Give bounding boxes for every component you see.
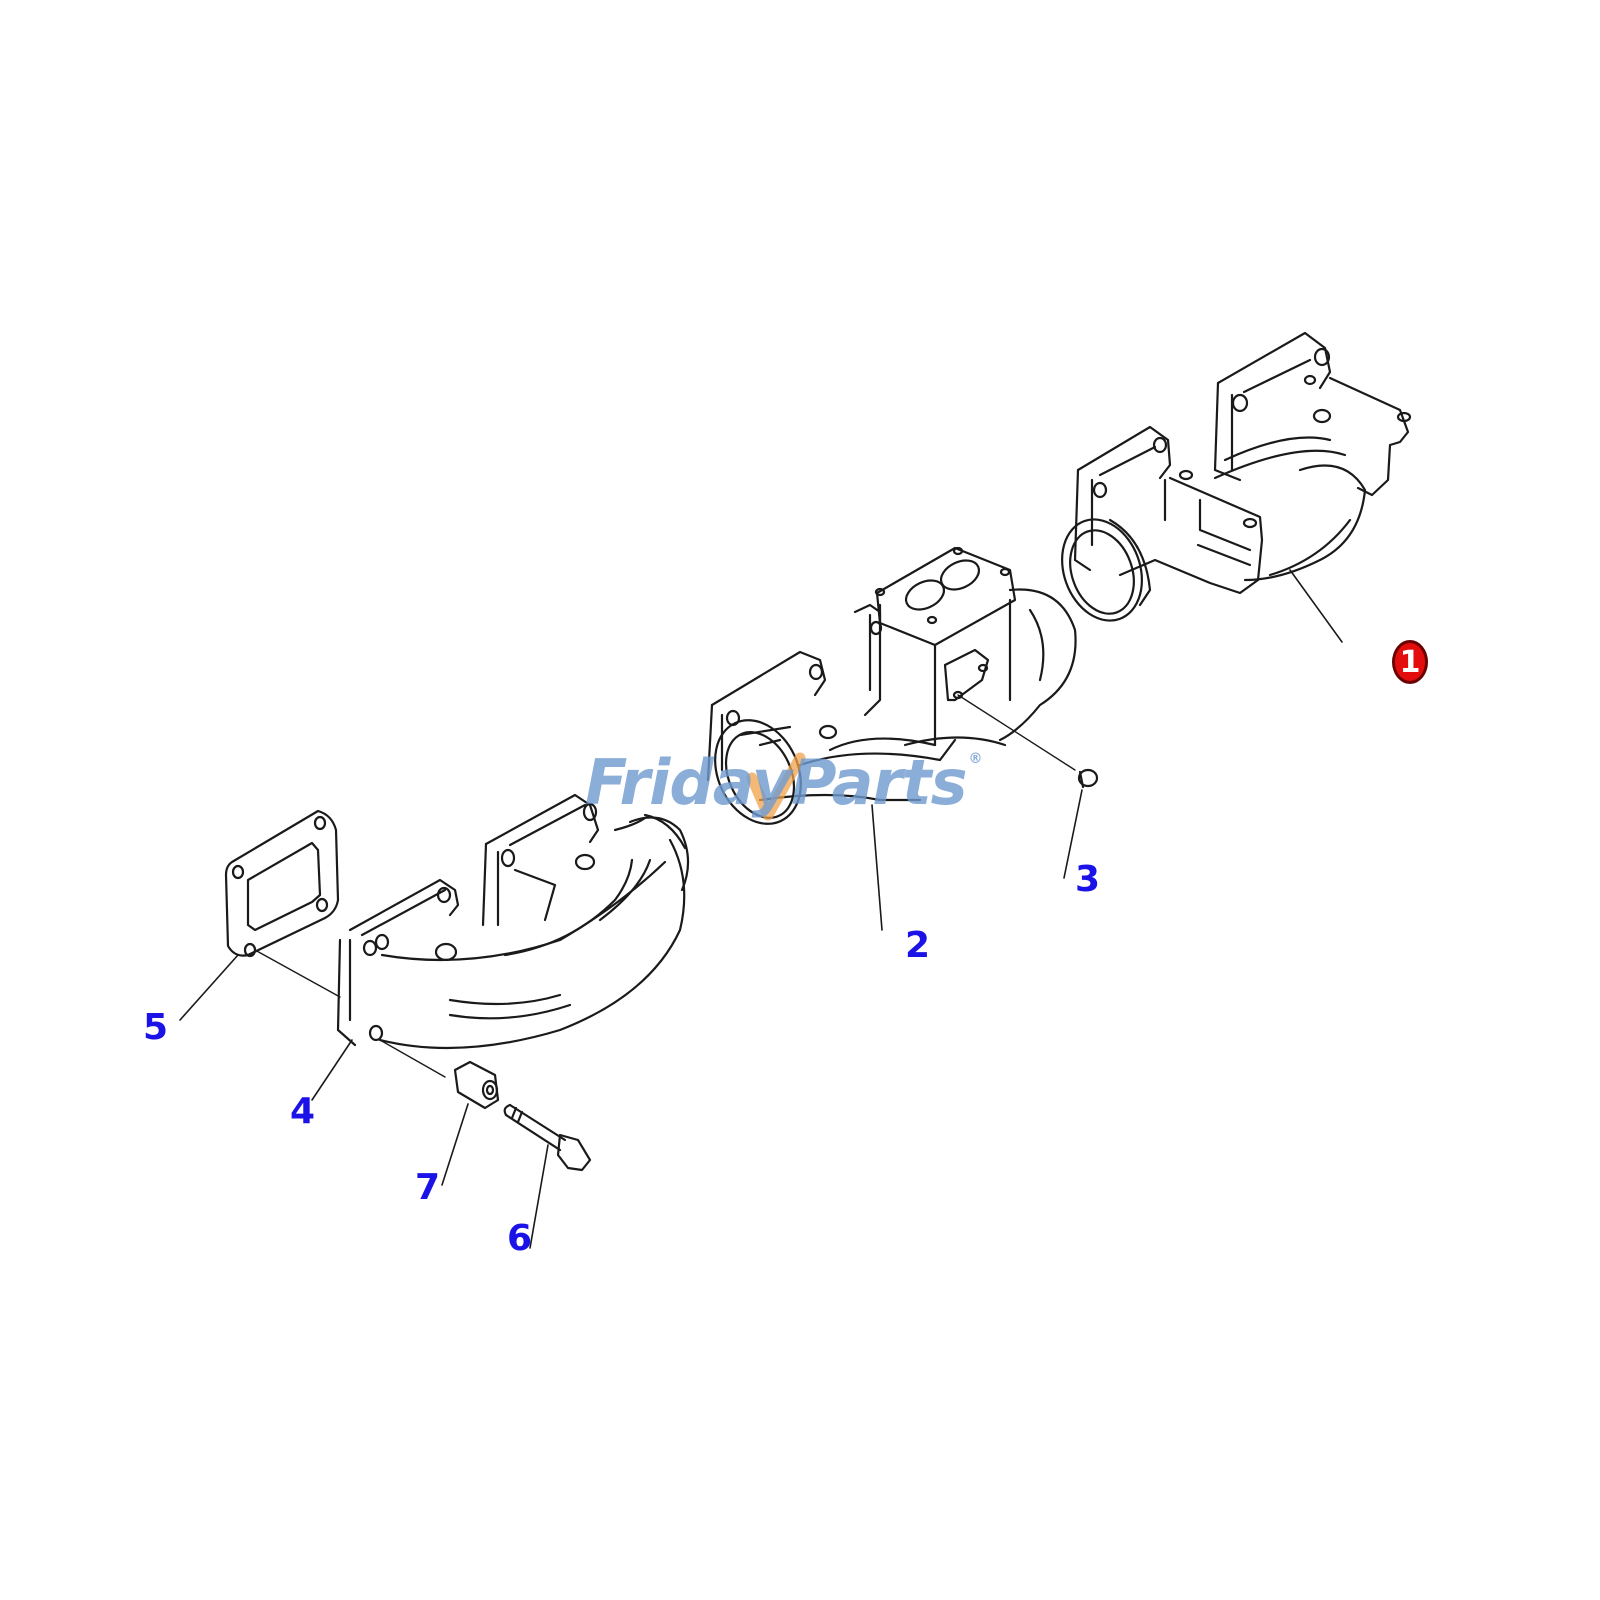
callout-7[interactable]: 7 <box>415 1167 441 1208</box>
callout-4[interactable]: 4 <box>290 1091 316 1132</box>
callout-6[interactable]: 6 <box>507 1218 533 1259</box>
part-3-plug <box>957 694 1099 879</box>
callout-1-badge[interactable]: 1 <box>1392 640 1428 684</box>
callout-5[interactable]: 5 <box>143 1007 169 1048</box>
part-7-spacer <box>441 1060 500 1186</box>
part-4-front-manifold <box>311 793 690 1101</box>
watermark-text-right: Parts <box>791 746 967 819</box>
watermark-logo: FridayParts® <box>585 751 983 814</box>
part-1-rear-manifold <box>1061 331 1412 643</box>
callout-1-label: 1 <box>1399 644 1421 680</box>
watermark-check-icon <box>746 752 806 821</box>
callout-2[interactable]: 2 <box>905 925 931 966</box>
registered-mark: ® <box>968 751 983 767</box>
watermark-text-left: Friday <box>585 746 792 819</box>
callout-3[interactable]: 3 <box>1075 859 1101 900</box>
part-2-center-manifold <box>706 546 1077 931</box>
part-5-gasket <box>179 809 341 1021</box>
part-6-bolt <box>503 1103 592 1249</box>
